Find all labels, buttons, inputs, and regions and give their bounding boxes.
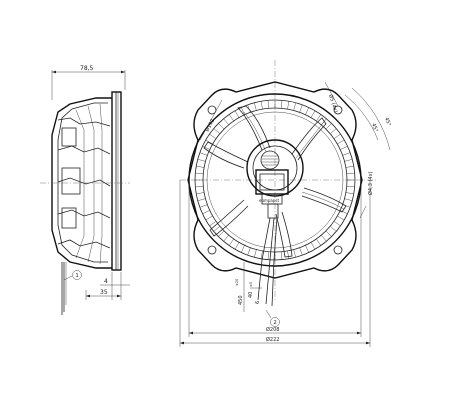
grill-tick [195, 172, 204, 174]
grill-tick [344, 159, 353, 162]
grill-tick [223, 118, 229, 125]
dim-flange: 4 [104, 278, 108, 285]
grill-tick [346, 186, 355, 188]
mount-hole [207, 105, 217, 115]
dim-angle-b: 45° [383, 117, 392, 128]
guard-grill [195, 100, 355, 260]
grill-tick [325, 230, 332, 237]
grill-tick [340, 145, 348, 150]
dim-208: Ø208 [266, 326, 279, 333]
grill-tick [316, 114, 322, 122]
dim-lead-len: 40 [248, 292, 254, 298]
grill-tick [321, 118, 327, 125]
grill-tick [337, 215, 345, 221]
grill-tick [254, 249, 257, 258]
callout-1: 1 [76, 273, 79, 279]
grill-tick [196, 165, 205, 168]
grill-tick [345, 192, 354, 195]
grill-tick [333, 221, 341, 227]
grill-tick [337, 139, 345, 145]
callout-2-circle [270, 317, 280, 327]
grill-tick [240, 245, 245, 253]
grill-tick [305, 107, 310, 115]
grill-tick [202, 210, 210, 215]
grill-tick [316, 238, 322, 246]
front-view: ebmpapst Ø5 (4x) Ø192 45° 45° Ø4,3 (4x) … [179, 60, 392, 347]
grill-tick [199, 204, 208, 208]
grill-tick [293, 102, 296, 111]
grill-tick [321, 235, 327, 242]
dim-slot: Ø4,3 (4x) [367, 171, 374, 195]
grill-tick [340, 210, 348, 215]
grill-tick [197, 159, 206, 162]
grill-tick [213, 128, 220, 134]
grill-tick [234, 242, 240, 250]
dim-angle-a: 45° [370, 123, 379, 134]
dim-222: Ø222 [266, 336, 279, 343]
grill-tick [218, 230, 225, 237]
grill-tick [267, 100, 269, 109]
grill-tick [247, 247, 251, 256]
grill-tick [299, 247, 303, 256]
grill-tick [218, 123, 225, 130]
grill-tick [260, 250, 263, 259]
grill-tick [310, 110, 316, 118]
grill-tick [305, 245, 310, 253]
mount-hole [333, 245, 343, 255]
grill-tick [310, 242, 316, 250]
grill-tick [254, 102, 257, 111]
grill-tick [205, 139, 213, 145]
dim-offset: 35 [100, 289, 108, 296]
grill-tick [330, 226, 337, 232]
dim-6: 6 [255, 301, 261, 304]
side-view: 78,5 1 4 [40, 65, 130, 315]
grill-tick [228, 114, 234, 122]
grill-tick [228, 238, 234, 246]
grill-tick [281, 100, 283, 109]
grill-tick [196, 192, 205, 195]
dim-lead-tol: ±5 [249, 282, 253, 287]
grill-tick [209, 221, 217, 227]
grill-tick [205, 215, 213, 221]
grill-tick [267, 251, 269, 260]
grill-tick [293, 249, 296, 258]
dim-depth: 78,5 [80, 65, 94, 72]
callout-1-circle [72, 270, 82, 280]
grill-tick [199, 152, 208, 156]
grill-tick [234, 110, 240, 118]
grill-tick [202, 145, 210, 150]
dim-cable-len: 450 [238, 295, 244, 305]
grill-tick [344, 198, 353, 201]
mount-hole [207, 245, 217, 255]
grill-tick [281, 251, 283, 260]
grill-tick [209, 133, 217, 139]
grill-tick [213, 226, 220, 232]
grill-tick [287, 250, 290, 259]
grill-tick [223, 235, 229, 242]
grill-tick [260, 101, 263, 110]
dim-hole-dia: Ø5 (4x) [327, 93, 339, 113]
grill-tick [325, 123, 332, 130]
grill-tick [345, 165, 354, 168]
grill-tick [333, 133, 341, 139]
grill-tick [346, 172, 355, 174]
impeller-blades [203, 105, 347, 258]
brand-label: ebmpapst [259, 198, 280, 203]
callout-2: 2 [274, 320, 277, 326]
dim-cable-tol: ±20 [235, 279, 239, 286]
grill-tick [197, 198, 206, 201]
grill-tick [299, 104, 303, 113]
grill-tick [247, 104, 251, 113]
grill-tick [287, 101, 290, 110]
grill-tick [330, 128, 337, 134]
grill-tick [195, 186, 204, 188]
grill-tick [240, 107, 245, 115]
grill-tick [342, 152, 351, 156]
